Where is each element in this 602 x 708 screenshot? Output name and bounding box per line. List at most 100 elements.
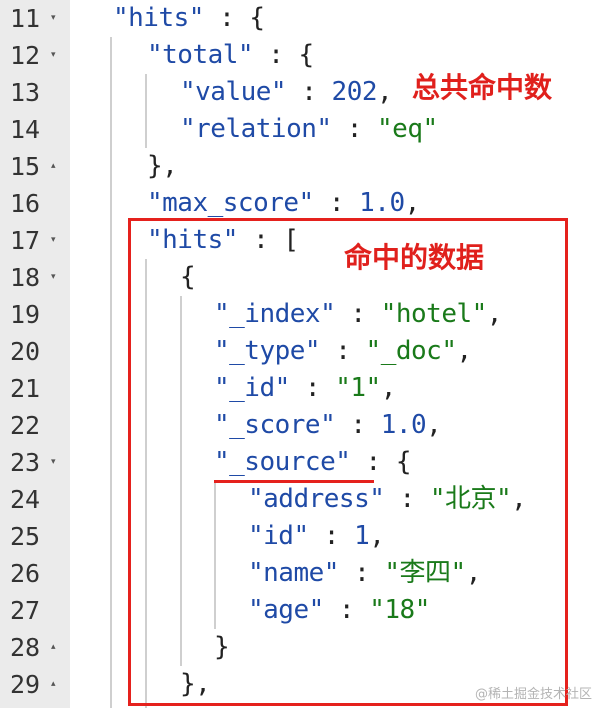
code-line: 13 "value" : 202, (0, 74, 602, 111)
code-line: 29 ▴ }, (0, 666, 602, 703)
fold-arrow-icon[interactable]: ▴ (51, 679, 56, 689)
indent-guide (145, 259, 147, 708)
json-punct: : { (253, 40, 314, 70)
watermark: @稀土掘金技术社区 (474, 687, 592, 702)
json-key: "_source" (214, 447, 351, 477)
line-number: 17 (10, 226, 41, 255)
code-text: "_score" : 1.0, (214, 407, 442, 444)
json-string: "eq" (377, 114, 438, 144)
line-number: 23 (10, 448, 41, 477)
code-line: 25 "id" : 1, (0, 518, 602, 555)
code-text: "_source" : { (214, 444, 412, 481)
code-text: "hits" : { (113, 0, 265, 37)
code-text: } (214, 632, 230, 662)
line-number: 28 (10, 633, 41, 662)
code-line: 22 "_score" : 1.0, (0, 407, 602, 444)
json-punct: : (286, 77, 332, 107)
line-number: 25 (10, 522, 41, 551)
code-text: "value" : 202, (180, 74, 393, 111)
json-key: "age" (248, 595, 324, 625)
indent-guide (110, 37, 112, 708)
code-text: "name" : "李四", (248, 555, 481, 592)
json-string: "1" (335, 373, 381, 403)
json-punct: , (465, 558, 482, 588)
code-text: "relation" : "eq" (180, 111, 438, 148)
hits-highlight-box (128, 218, 568, 706)
json-punct: , (486, 299, 503, 329)
fold-arrow-icon[interactable]: ▾ (51, 235, 56, 245)
code-line: 28 ▴ } (0, 629, 602, 666)
json-string: "hotel" (380, 299, 488, 329)
json-punct: , (369, 521, 385, 551)
code-text: "max_score" : 1.0, (147, 185, 420, 222)
json-string: "_doc" (365, 336, 457, 366)
json-key: "_index" (214, 299, 336, 329)
json-punct: , (511, 484, 527, 514)
code-line: 26 "name" : "李四", (0, 555, 602, 592)
code-text: }, (147, 151, 178, 181)
line-number: 11 (10, 4, 41, 33)
json-punct: , (380, 373, 397, 403)
json-punct: : [ (237, 225, 299, 255)
code-line: 27 "age" : "18" (0, 592, 602, 629)
code-text: "hits" : [ (147, 222, 299, 259)
code-line: 18 ▾ { (0, 259, 602, 296)
code-line: 21 "_id" : "1", (0, 370, 602, 407)
fold-arrow-icon[interactable]: ▾ (51, 272, 56, 282)
code-line: 14 "relation" : "eq" (0, 111, 602, 148)
json-punct: : (320, 336, 366, 366)
line-number: 22 (10, 411, 41, 440)
line-number: 14 (10, 115, 41, 144)
line-number: 26 (10, 559, 41, 588)
fold-arrow-icon[interactable]: ▾ (51, 13, 56, 23)
json-key: "value" (180, 77, 287, 107)
line-number: 27 (10, 596, 41, 625)
fold-arrow-icon[interactable]: ▴ (51, 161, 56, 171)
json-key: "_id" (214, 373, 290, 403)
json-key: "hits" (147, 225, 238, 255)
code-text: { (180, 262, 196, 292)
line-number: 24 (10, 485, 41, 514)
json-punct: : (323, 595, 370, 625)
json-string: "18" (369, 595, 430, 625)
code-text: "_id" : "1", (214, 370, 396, 407)
code-line: 16 "max_score" : 1.0, (0, 185, 602, 222)
json-key: "name" (248, 558, 339, 588)
indent-guide (145, 74, 147, 148)
json-punct: : (313, 188, 360, 218)
json-punct: : (308, 521, 355, 551)
json-number: 1.0 (359, 188, 405, 218)
line-number: 29 (10, 670, 41, 699)
code-line: 23 ▾ "_source" : { (0, 444, 602, 481)
json-punct: : (335, 299, 381, 329)
code-line: 20 "_type" : "_doc", (0, 333, 602, 370)
json-punct: : (331, 114, 378, 144)
json-punct: : (384, 484, 430, 514)
line-number: 18 (10, 263, 41, 292)
line-number: 16 (10, 189, 41, 218)
fold-arrow-icon[interactable]: ▾ (51, 457, 56, 467)
json-string: "北京" (429, 484, 512, 514)
json-number: 1 (354, 521, 370, 551)
json-number: 202 (331, 77, 378, 107)
json-key: "_type" (214, 336, 321, 366)
json-key: "total" (147, 40, 254, 70)
code-text: "id" : 1, (248, 518, 385, 555)
line-number: 19 (10, 300, 41, 329)
fold-arrow-icon[interactable]: ▴ (51, 642, 56, 652)
source-underline (214, 480, 374, 483)
line-number: 15 (10, 152, 41, 181)
json-key: "_score" (214, 410, 336, 440)
json-key: "address" (248, 484, 385, 514)
line-number: 13 (10, 78, 41, 107)
indent-guide (180, 296, 182, 666)
line-number: 21 (10, 374, 41, 403)
json-punct: : { (350, 447, 412, 477)
code-line: 19 "_index" : "hotel", (0, 296, 602, 333)
json-punct: : { (203, 3, 265, 33)
line-number: 20 (10, 337, 41, 366)
indent-guide (214, 481, 216, 629)
json-key: "max_score" (147, 188, 314, 218)
fold-arrow-icon[interactable]: ▾ (51, 50, 56, 60)
json-punct: , (456, 336, 472, 366)
